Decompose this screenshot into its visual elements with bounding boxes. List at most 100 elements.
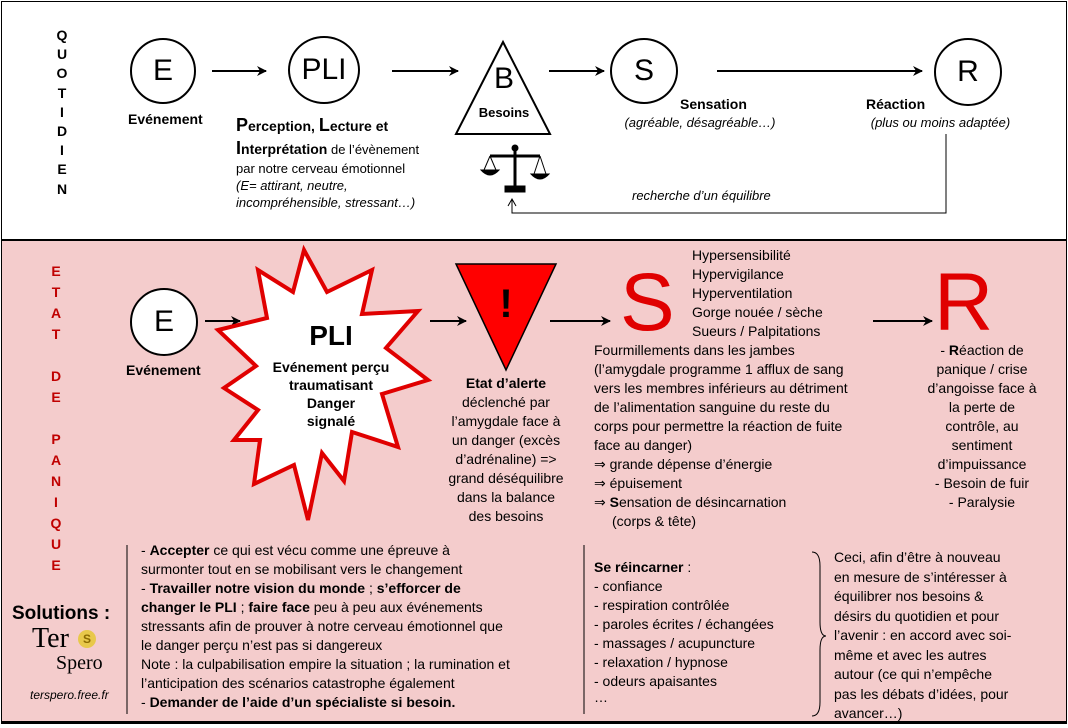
sensation-label: Sensation [680,96,747,112]
col3-line: même et avec les autres [834,646,987,663]
equilibre-label: recherche d’un équilibre [632,188,771,203]
alert-line: l’amygdale face à [451,413,561,429]
col2-item: … [594,689,608,705]
logo-mark-icon: S [78,630,96,648]
side-letter: E [51,389,61,405]
reaction-panic-text: - Réaction de panique / crise d’angoisse… [912,341,1052,512]
alert-title: Etat d’alerte [465,375,547,391]
s-line: face au danger) [594,437,693,453]
col1-line: le danger perçu n’est pas si dangereux [141,636,581,655]
logo-ter: Ter [32,623,69,654]
side-letter: E [51,263,61,279]
alert-line: un danger (excès [451,432,561,448]
col2-item: - odeurs apaisantes [594,673,717,689]
r-line: d’angoisse face à [927,380,1037,396]
symptom-item: Hypersensibilité [692,247,791,263]
side-letter: T [57,84,67,101]
alert-line: dans la balance [456,489,556,505]
feedback-line [511,134,947,214]
reaction-label: Réaction [866,96,926,112]
s-line-part: ⇒ [594,494,610,510]
side-letter: Q [50,515,62,531]
col1-line: - Accepter ce qui est vécu comme une épr… [141,541,581,560]
col1-line-part: - [141,694,150,710]
symptoms-list: Hypersensibilité Hypervigilance Hyperven… [692,246,823,341]
site-url: terspero.free.fr [30,688,109,702]
col2-item: - massages / acupuncture [594,635,756,651]
circle-label: PLI [301,53,347,86]
alert-line: déclenché par [462,394,550,410]
pli-line: Danger [306,395,356,411]
side-letter: I [54,494,58,510]
circle-reaction: R [934,38,1002,106]
col1-line-part: faire face [248,599,310,615]
pli-description: Evénement perçu traumatisant Danger sign… [254,358,408,430]
side-letter [44,345,68,366]
big-s-letter: S [620,257,675,348]
terspero-logo: Ter S Spero [32,624,104,680]
solutions-col1: - Accepter ce qui est vécu comme une épr… [141,541,581,712]
r-line: sentiment [951,437,1013,453]
side-letter: Q [56,27,68,43]
besoins-label: Besoins [478,105,530,120]
cap-letter: I [236,138,242,158]
circle-evenement: E [130,38,196,104]
side-letter: I [60,142,64,159]
col1-line-part: ; [236,599,249,615]
side-letter [44,408,68,429]
col1-line-part: Accepter [149,542,210,558]
alert-line: d’adrénaline) => [455,451,557,467]
s-line: vers les membres inférieurs au détriment [594,380,848,396]
col3-line: avancer…) [834,705,903,721]
s-line-part: S [609,494,619,510]
col1-line-part: stressants afin de prouver à notre cerve… [141,618,503,634]
s-line: corps pour permettre la réaction de fuit… [594,418,843,434]
symptom-item: Hyperventilation [692,285,793,301]
symptom-item: Hypervigilance [692,266,784,282]
s-line: Fourmillements dans les jambes [594,342,795,358]
alert-line: des besoins [468,508,544,524]
evenement-panic-label: Evénement [126,362,201,378]
pli-line: traumatisant [288,377,374,393]
s-line: (corps & tête) [612,513,697,529]
sensation-sub: (agréable, désagréable…) [624,115,776,130]
side-letter: A [50,305,62,321]
perception-text: erception, [248,118,319,134]
perception-block: Perception, Lecture et Interprétation de… [236,114,476,211]
col1-line-part: changer le PLI [141,599,237,615]
solutions-brace [811,551,827,717]
feedback-arrowhead [507,197,517,207]
col1-line-part: - [141,542,150,558]
col2-item: - relaxation / hypnose [594,654,728,670]
col1-line-part: surmonter tout en se mobilisant vers le … [141,561,463,577]
panique-side-label: E T A T D E P A N I Q U E [44,261,68,576]
col1-line: changer le PLI ; faire face peu à peu au… [141,598,581,617]
side-letter: U [50,536,62,552]
col3-line: équilibrer nos besoins & [834,588,984,604]
symptom-item: Gorge nouée / sèche [692,304,823,320]
s-line: (l’amygdale programme 1 afflux de sang [594,361,844,377]
cap-letter: L [318,115,330,135]
alert-triangle [454,263,558,372]
circle-label: R [957,55,979,88]
perception-text: nterprétation [241,141,328,157]
col1-line-part: ; [365,580,377,596]
s-line: ⇒ Sensation de désincarnation [594,493,894,512]
col2-item: - respiration contrôlée [594,597,730,613]
perception-text: (E= attirant, neutre, [236,178,348,193]
col1-line-part: Travailler notre vision du monde [149,580,366,596]
pli-title: PLI [309,320,353,351]
side-letter: T [51,326,61,342]
r-line: - Besoin de fuir [934,475,1030,491]
col1-line-part: - [141,580,150,596]
s-line: ⇒ grande dépense d’énergie [594,456,773,472]
pli-line: signalé [306,413,356,429]
col1-line-part: Demander de l’aide d’un spécialiste si b… [149,694,456,710]
side-letter: A [50,452,62,468]
bottom-rule [1,722,1067,724]
big-r-letter: R [934,257,994,348]
side-letter: U [56,46,68,63]
col1-line: stressants afin de prouver à notre cerve… [141,617,581,636]
circle-pli: PLI [288,36,360,104]
